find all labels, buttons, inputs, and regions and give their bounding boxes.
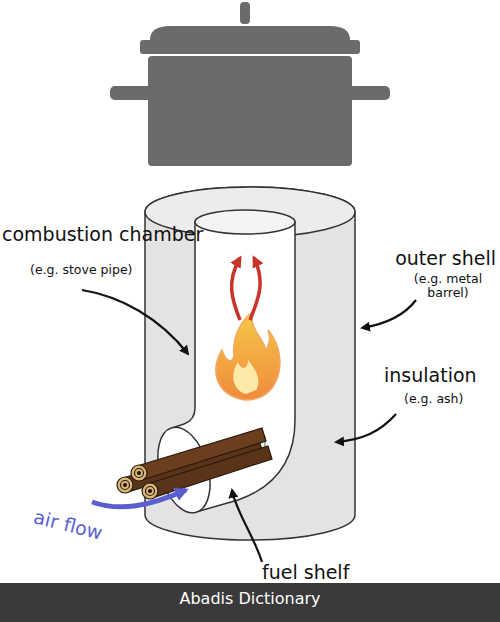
cooking-pot [110, 2, 390, 166]
watermark: Abadis Dictionary [0, 590, 500, 608]
part-example: (e.g. ash) [404, 392, 463, 406]
hot-gas-arrow [250, 258, 260, 320]
part-example: (e.g. metal barrel) [402, 272, 494, 301]
part-name: fuel shelf [262, 562, 349, 584]
part-name: outer shell [395, 248, 496, 270]
part-name: insulation [384, 365, 477, 387]
footer-bar [0, 583, 500, 622]
leader-lines [82, 290, 416, 562]
flame [216, 312, 280, 400]
hot-gas-arrow [232, 258, 240, 320]
part-name: combustion chamber [2, 224, 203, 246]
fuel-sticks [117, 428, 272, 499]
part-example: (e.g. stove pipe) [30, 263, 132, 277]
flow-label: air flow [31, 506, 104, 544]
air-flow-arrow [92, 490, 186, 507]
